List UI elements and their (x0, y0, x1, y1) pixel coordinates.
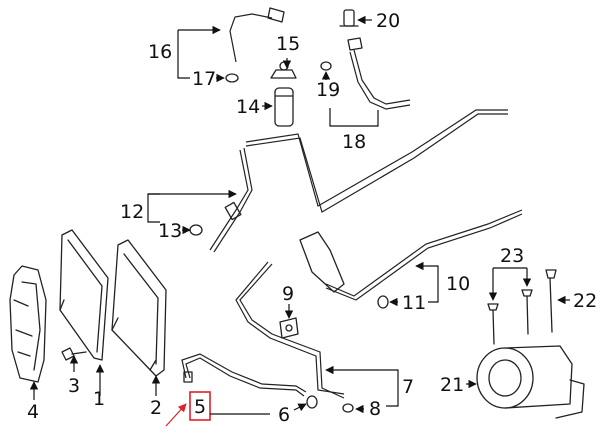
pipe-part-5 (181, 353, 307, 397)
callout-5-highlight-box (189, 391, 211, 421)
seal-part-19 (320, 61, 332, 71)
callout-14: 14 (236, 96, 260, 118)
callout-15: 15 (276, 33, 300, 55)
callout-10: 10 (446, 273, 470, 295)
callout-8: 8 (369, 398, 381, 420)
compressor-part (476, 345, 585, 419)
bolt-part-22 (545, 269, 557, 333)
callout-1: 1 (93, 388, 105, 410)
pipe-assembly-12 (209, 109, 508, 253)
pressure-switch-part (339, 9, 359, 27)
callout-13: 13 (158, 220, 182, 242)
callout-11: 11 (402, 292, 426, 314)
callout-5: 5 (194, 396, 206, 418)
condenser-part (59, 229, 109, 361)
callout-22: 22 (573, 290, 597, 312)
callout-19: 19 (316, 79, 340, 101)
bracket-part-9 (279, 317, 299, 339)
callout-18: 18 (342, 131, 366, 153)
callout-2: 2 (150, 397, 162, 419)
radiator-part (111, 239, 167, 377)
o-ring-part-8 (342, 403, 354, 413)
hose-part-16 (224, 7, 285, 64)
callout-16: 16 (148, 41, 172, 63)
callout-group: 1 2 3 4 5 6 7 8 9 10 11 (27, 10, 597, 427)
drier-bracket-part (270, 61, 297, 79)
callout-17: 17 (192, 68, 216, 90)
callout-21: 21 (440, 374, 464, 396)
pipe-assembly-10 (299, 209, 523, 301)
callout-23: 23 (500, 245, 524, 267)
callout-3: 3 (68, 375, 80, 397)
o-ring-part-13 (189, 224, 203, 236)
callout-4: 4 (27, 401, 39, 423)
callout-6: 6 (278, 404, 290, 426)
callout-12: 12 (120, 201, 144, 223)
o-ring-part-11 (377, 295, 389, 309)
callout-20: 20 (376, 10, 400, 32)
receiver-drier-part (274, 87, 294, 127)
line-part-18 (347, 37, 411, 110)
bolt-part-23 (487, 289, 533, 345)
callout-9: 9 (282, 283, 294, 305)
o-ring-part-17 (225, 73, 239, 83)
pipe-assembly-7 (235, 261, 345, 399)
o-ring-part-6 (306, 395, 318, 409)
air-duct-part (9, 265, 47, 383)
callout-7: 7 (402, 376, 414, 398)
